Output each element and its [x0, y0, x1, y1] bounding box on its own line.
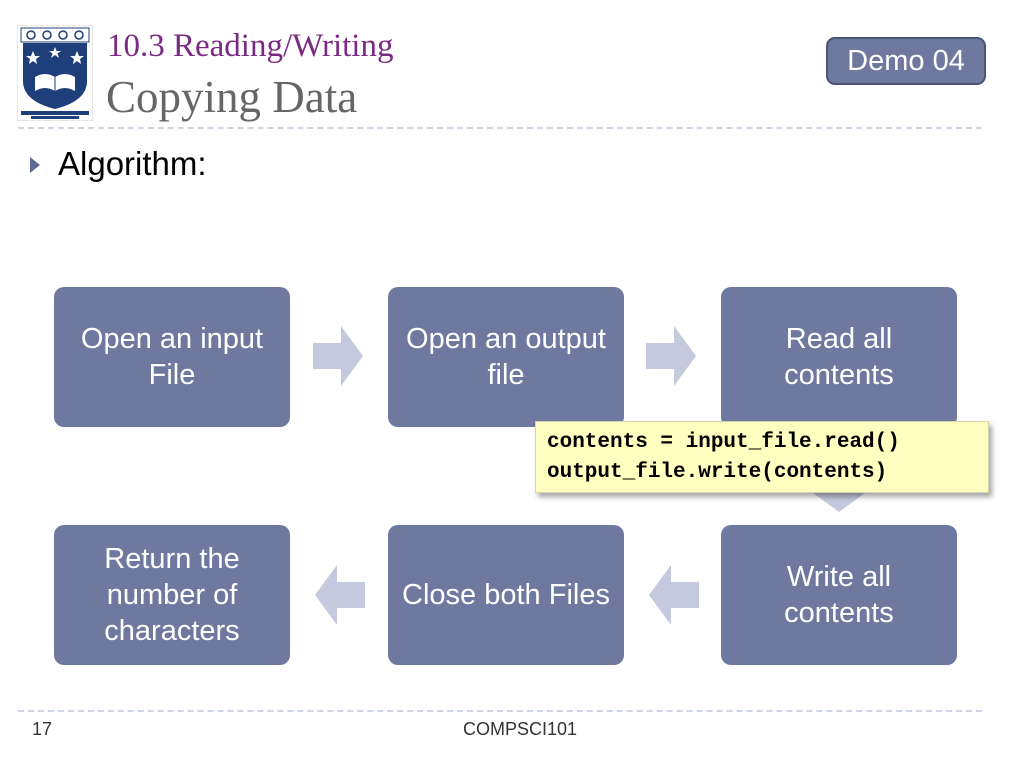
slide-subtitle: 10.3 Reading/Writing	[107, 28, 394, 64]
arrow-left-icon	[649, 565, 699, 625]
step-return-character-count: Return the number of characters	[54, 525, 290, 665]
step-open-input-file: Open an input File	[54, 287, 290, 427]
step-open-output-file: Open an output file	[388, 287, 624, 427]
arrow-right-icon	[646, 326, 696, 386]
step-read-all-contents: Read all contents	[721, 287, 957, 427]
code-line-read: contents = input_file.read()	[547, 431, 900, 454]
arrow-right-icon	[313, 326, 363, 386]
step-close-both-files: Close both Files	[388, 525, 624, 665]
footer-divider	[18, 710, 982, 712]
slide-title: Copying Data	[106, 72, 358, 122]
code-snippet: contents = input_file.read() output_file.…	[535, 421, 989, 493]
step-write-all-contents: Write all contents	[721, 525, 957, 665]
page-number: 17	[32, 719, 53, 739]
bullet-algorithm: Algorithm:	[58, 145, 207, 182]
footer-course: COMPSCI101	[463, 719, 578, 739]
header-divider	[18, 127, 982, 129]
demo-badge: Demo 04	[826, 37, 986, 85]
triangle-right-icon	[30, 157, 40, 173]
university-crest-icon	[17, 25, 93, 121]
arrow-left-icon	[315, 565, 365, 625]
code-line-write: output_file.write(contents)	[547, 461, 888, 484]
